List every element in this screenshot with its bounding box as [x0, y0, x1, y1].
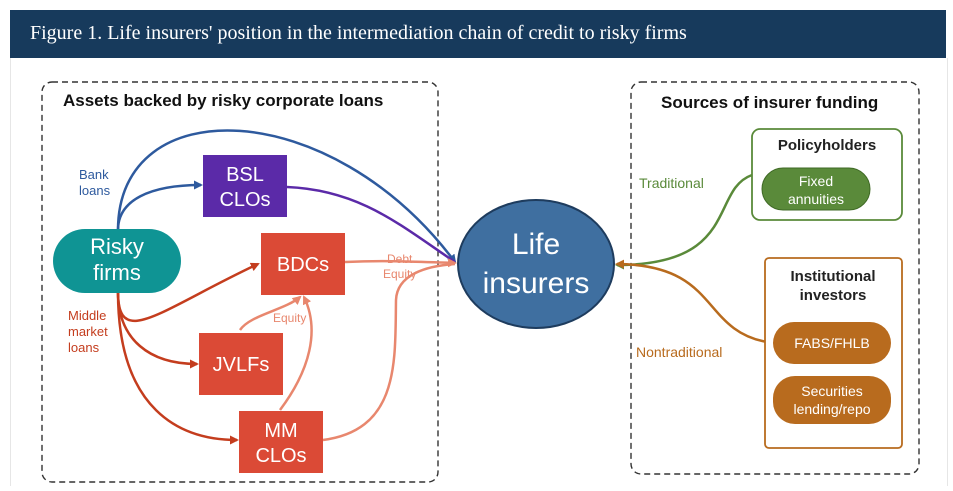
- arrow-institutional-to-insurers: [615, 259, 768, 344]
- mmclos-line1: MM: [264, 420, 297, 442]
- label-bank-line1: Bank: [79, 167, 109, 182]
- fixed-annuities-line2: annuities: [788, 191, 844, 207]
- securities-line2: lending/repo: [793, 401, 870, 417]
- node-mm-clos: [239, 411, 323, 473]
- node-bsl-clos: [203, 155, 287, 217]
- arrow-mm-to-mmclos: [116, 291, 239, 445]
- bdcs-label: BDCs: [277, 254, 329, 276]
- arrow-mm-to-jvlfs: [116, 291, 199, 369]
- arrow-policyholders-to-insurers: [615, 173, 753, 270]
- arrow-mmclos-to-insurers: [322, 262, 456, 442]
- institutional-title-line1: Institutional: [791, 268, 876, 285]
- life-insurers-line1: Life: [512, 228, 560, 261]
- arrow-bank-to-insurers: [116, 129, 457, 264]
- figure-title: Figure 1. Life insurers' position in the…: [30, 22, 687, 44]
- fabs-fhlb-pill: [773, 322, 891, 364]
- node-bdcs: [261, 233, 345, 295]
- institutional-title-line2: investors: [800, 287, 867, 304]
- right-panel-frame: [630, 81, 920, 475]
- fabs-fhlb-label: FABS/FHLB: [794, 335, 869, 351]
- securities-line1: Securities: [801, 383, 862, 399]
- label-middle-line2: market: [68, 324, 108, 339]
- securities-lending-pill: [773, 376, 891, 424]
- fixed-annuities-line1: Fixed: [799, 173, 833, 189]
- arrow-bdcs-to-insurers: [344, 258, 457, 268]
- label-equity-center: Equity: [273, 311, 306, 325]
- arrow-bsl-to-insurers: [286, 185, 456, 264]
- life-insurers-line2: insurers: [483, 267, 590, 300]
- arrow-jvlfs-to-bdcs: [238, 295, 302, 331]
- label-middle-line1: Middle: [68, 308, 106, 323]
- bsl-line1: BSL: [226, 164, 264, 186]
- fixed-annuities-pill: [761, 167, 871, 211]
- label-traditional: Traditional: [639, 175, 704, 191]
- bsl-line2: CLOs: [219, 189, 270, 211]
- label-debt: Debt: [387, 252, 413, 266]
- policyholders-title: Policyholders: [778, 137, 876, 154]
- label-bank-line2: loans: [79, 183, 111, 198]
- left-panel-title: Assets backed by risky corporate loans: [63, 91, 383, 110]
- node-risky-firms: [53, 229, 181, 293]
- mmclos-line2: CLOs: [255, 445, 306, 467]
- label-middle-line3: loans: [68, 340, 100, 355]
- label-equity-right: Equity: [383, 267, 416, 281]
- jvlfs-label: JVLFs: [213, 354, 270, 376]
- arrow-mmclos-to-bdcs: [278, 295, 313, 411]
- left-panel-frame: [41, 81, 439, 483]
- risky-firms-line1: Risky: [90, 234, 144, 259]
- risky-firms-line2: firms: [93, 260, 141, 285]
- arrow-bank-to-bsl: [116, 180, 203, 231]
- node-jvlfs: [199, 333, 283, 395]
- label-nontraditional: Nontraditional: [636, 344, 722, 360]
- right-panel-title: Sources of insurer funding: [661, 93, 878, 112]
- node-life-insurers: [457, 199, 615, 329]
- figure-header: Figure 1. Life insurers' position in the…: [10, 10, 946, 58]
